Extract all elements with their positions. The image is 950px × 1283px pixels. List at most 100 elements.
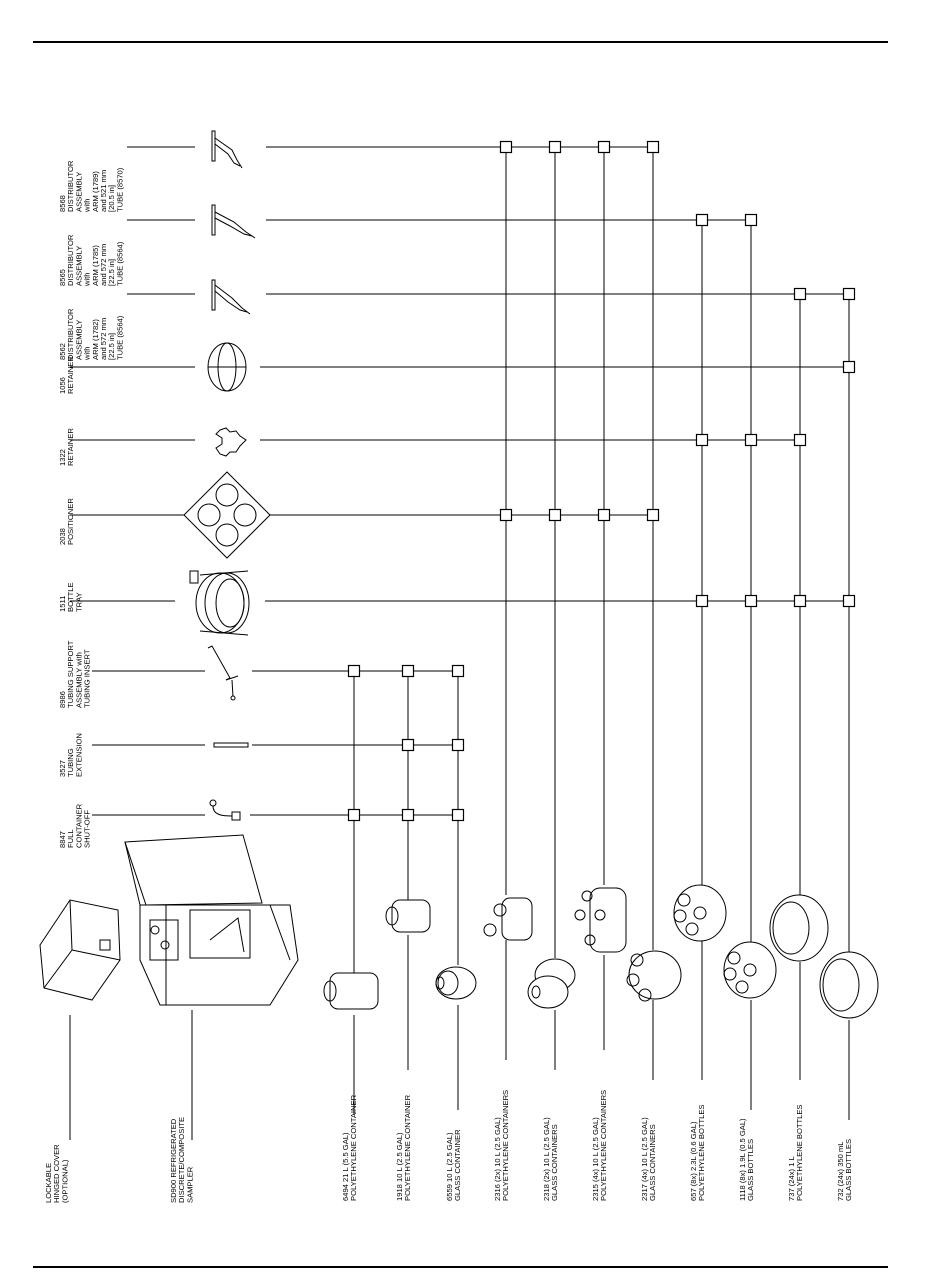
label-line: with (83, 346, 92, 361)
connection-node (451, 664, 465, 678)
label-container-732: 732 (24x) 350 mLGLASS BOTTLES (836, 1139, 853, 1201)
hinged-cover-illustration (39, 899, 121, 1001)
connection-node (842, 287, 856, 301)
connection-node (695, 213, 709, 227)
connection-node (451, 808, 465, 822)
retainer-1322-illustration (215, 427, 247, 457)
connector-lines (69, 146, 850, 1140)
connection-node (695, 594, 709, 608)
label-container-1918: 1918 10 L (2.5 GAL)POLYETHYLENE CONTAINE… (395, 1094, 412, 1201)
label-line: HINGED COVER (52, 1144, 61, 1203)
container-6559-illustration (435, 966, 477, 1000)
container-labels: 6494 21 L (5.5 GAL)POLYETHYLENE CONTAINE… (341, 1090, 853, 1201)
connection-node (793, 287, 807, 301)
connection-node (499, 140, 513, 154)
connection-node (347, 664, 361, 678)
label-retainer-1322: 1322RETAINER (58, 428, 75, 466)
label-line: 8986 (58, 691, 67, 708)
label-line: 1118 (8x) 1.9L (0.5 GAL) (738, 1118, 747, 1201)
label-line: 8847 (58, 831, 67, 848)
connection-node (793, 433, 807, 447)
label-bottle-tray-1511: 1511BOTTLETRAY (58, 582, 83, 612)
distributor-8568-illustration (211, 130, 243, 169)
label-line: EXTENSION (74, 733, 83, 777)
label-line: TRAY (74, 592, 83, 612)
label-line: 1322 (58, 449, 67, 466)
connection-node (842, 594, 856, 608)
label-sampler: SD900 REFRIGERATEDDISCRETE/COMPOSITESAMP… (169, 1117, 194, 1203)
label-line: 657 (8x) 2.3L (0.6 GAL) (689, 1121, 698, 1201)
container-2318-illustration (527, 958, 576, 1009)
label-line: DISTRIBUTOR (66, 234, 75, 286)
label-distributor-8568: 8568DISTRIBUTORASSEMBLYwithARM (1789)and… (58, 160, 124, 213)
label-line: SD900 REFRIGERATED (169, 1118, 178, 1203)
label-line: with (83, 272, 92, 287)
label-line: DISCRETE/COMPOSITE (177, 1117, 186, 1203)
label-line: 2316 (2x) 10 L (2.5 GAL) (493, 1117, 502, 1201)
connection-node (499, 508, 513, 522)
label-container-2316: 2316 (2x) 10 L (2.5 GAL)POLYETHYLENE CON… (493, 1090, 510, 1201)
connection-node (744, 213, 758, 227)
label-container-6559: 6559 10 L (2.5 GAL)GLASS CONTAINER (445, 1129, 462, 1201)
connection-node (401, 664, 415, 678)
label-positioner-2038: 2038POSITIONER (58, 498, 75, 545)
label-line: TUBE (8564) (115, 241, 124, 286)
accessory-labels: 8568DISTRIBUTORASSEMBLYwithARM (1789)and… (58, 160, 124, 848)
label-line: ASSEMBLY with (74, 652, 83, 708)
label-line: 1056 (58, 377, 67, 394)
label-hinged-cover: LOCKABLEHINGED COVER(OPTIONAL) (44, 1144, 69, 1203)
connection-node (744, 594, 758, 608)
label-line: 2315 (4x) 10 L (2.5 GAL) (591, 1117, 600, 1201)
label-line: GLASS CONTAINERS (648, 1124, 657, 1201)
label-line: TUBING INSERT (83, 649, 92, 708)
sampler-illustration (124, 834, 299, 1006)
label-line: POLYETHYLENE BOTTLES (795, 1105, 804, 1202)
label-line: TUBING (66, 748, 75, 777)
container-1918-illustration (385, 899, 431, 933)
label-line: DISTRIBUTOR (66, 308, 75, 360)
label-line: LOCKABLE (44, 1163, 53, 1203)
label-line: ASSEMBLY (74, 172, 83, 212)
label-line: POLYETHYLENE CONTAINERS (599, 1090, 608, 1201)
tubing-extension-3527-illustration (213, 742, 249, 748)
connection-node (597, 140, 611, 154)
label-line: POLYETHYLENE BOTTLES (697, 1105, 706, 1202)
base-item-labels: LOCKABLEHINGED COVER(OPTIONAL) SD900 REF… (44, 1117, 194, 1203)
label-line: BOTTLE (66, 582, 75, 612)
label-container-737: 737 (24x) 1 LPOLYETHYLENE BOTTLES (787, 1105, 804, 1202)
label-line: 1511 (58, 596, 67, 612)
label-line: 8568 (58, 195, 67, 212)
label-line: RETAINER (66, 356, 75, 394)
bottle-tray-1511-illustration (189, 570, 250, 636)
connection-node (597, 508, 611, 522)
label-line: FULL (66, 829, 75, 848)
container-657-illustration (673, 884, 727, 942)
container-2316-illustration (483, 897, 533, 941)
label-line: RETAINER (66, 428, 75, 466)
connection-node (646, 508, 660, 522)
tubing-support-8986-illustration (207, 645, 239, 701)
label-line: and 572 mm (99, 318, 108, 360)
label-tubing-extension-3527: 3527TUBINGEXTENSION (58, 733, 83, 777)
label-line: 1918 10 L (2.5 GAL) (395, 1132, 404, 1201)
label-line: GLASS CONTAINERS (550, 1124, 559, 1201)
distributor-8562-illustration (211, 279, 251, 315)
positioner-2038-illustration (183, 471, 271, 559)
connection-node (695, 433, 709, 447)
connection-node (744, 433, 758, 447)
label-line: 2038 (58, 528, 67, 545)
container-2315-illustration (574, 887, 627, 953)
label-line: 8562 (58, 343, 67, 360)
label-container-2315: 2315 (4x) 10 L (2.5 GAL)POLYETHYLENE CON… (591, 1090, 608, 1201)
connection-node (548, 140, 562, 154)
label-container-2318: 2318 (2x) 10 L (2.5 GAL)GLASS CONTAINERS (542, 1117, 559, 1201)
label-shut-off-8847: 8847FULLCONTAINERSHUT-OFF (58, 803, 92, 848)
connection-node (401, 738, 415, 752)
label-distributor-8565: 8565DISTRIBUTORASSEMBLYwithARM (1785)and… (58, 234, 124, 287)
distributor-8565-illustration (211, 204, 256, 239)
container-2317-illustration (626, 950, 682, 1002)
shut-off-8847-illustration (209, 799, 241, 821)
label-line: (OPTIONAL) (60, 1159, 69, 1203)
connection-node (548, 508, 562, 522)
connection-node (347, 808, 361, 822)
